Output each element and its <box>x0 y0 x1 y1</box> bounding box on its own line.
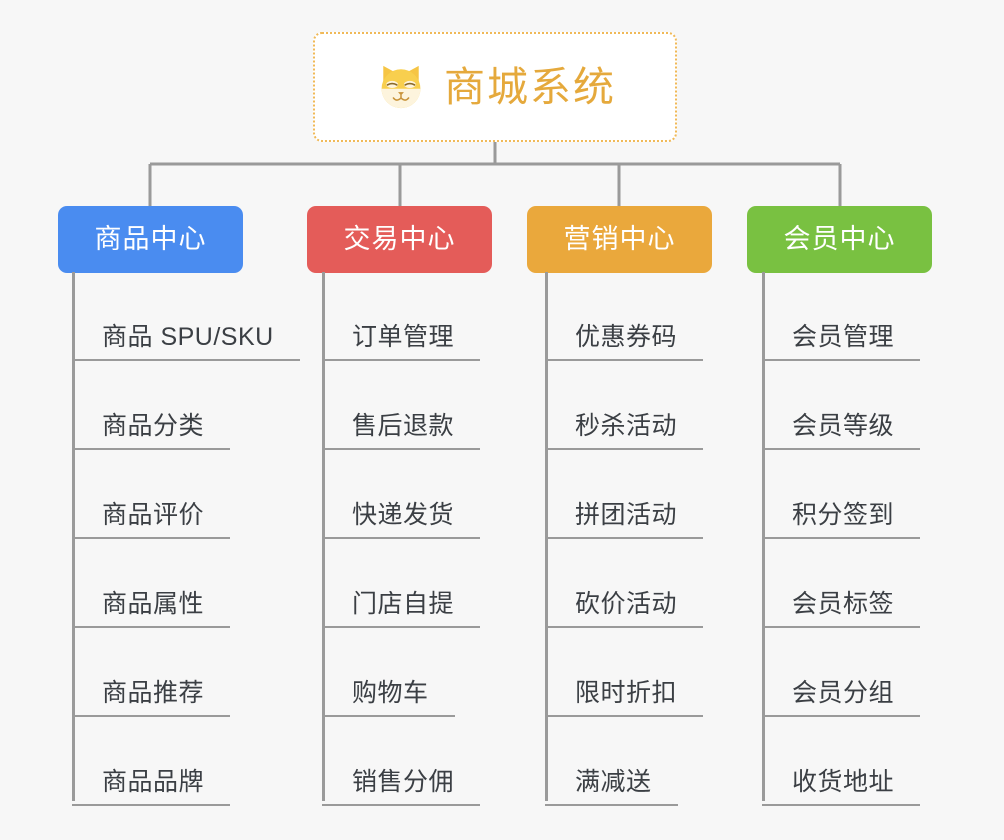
root-node[interactable]: 商城系统 <box>313 32 677 142</box>
leaf-label: 商品评价 <box>102 501 205 530</box>
leaf-underline: 拼团活动 <box>545 501 704 539</box>
category-box-marketing-center[interactable]: 营销中心 <box>527 206 712 273</box>
leaf-trunk <box>762 272 765 801</box>
leaf-item[interactable]: 商品推荐 <box>72 628 231 717</box>
shiba-dog-emoji <box>381 65 421 109</box>
leaf-item[interactable]: 满减送 <box>545 717 678 806</box>
leaf-underline: 会员分组 <box>762 679 921 717</box>
leaf-label: 收货地址 <box>792 768 895 797</box>
leaf-underline: 购物车 <box>322 679 455 717</box>
leaf-label: 购物车 <box>352 679 429 708</box>
leaf-item[interactable]: 商品属性 <box>72 539 231 628</box>
leaf-underline: 积分签到 <box>762 501 921 539</box>
leaf-label: 满减送 <box>575 768 652 797</box>
leaf-item[interactable]: 砍价活动 <box>545 539 704 628</box>
leaf-item[interactable]: 会员管理 <box>762 272 921 361</box>
leaf-item[interactable]: 售后退款 <box>322 361 481 450</box>
leaf-item[interactable]: 会员分组 <box>762 628 921 717</box>
leaf-label: 快递发货 <box>352 501 455 530</box>
leaf-label: 门店自提 <box>352 590 455 619</box>
leaf-item[interactable]: 快递发货 <box>322 450 481 539</box>
leaf-underline: 售后退款 <box>322 412 481 450</box>
leaf-underline: 满减送 <box>545 768 678 806</box>
leaf-item[interactable]: 购物车 <box>322 628 455 717</box>
leaf-underline: 商品分类 <box>72 412 231 450</box>
leaf-item[interactable]: 积分签到 <box>762 450 921 539</box>
leaf-underline: 优惠券码 <box>545 323 704 361</box>
leaf-item[interactable]: 限时折扣 <box>545 628 704 717</box>
leaf-item[interactable]: 会员等级 <box>762 361 921 450</box>
leaf-item[interactable]: 商品品牌 <box>72 717 231 806</box>
category-box-product-center[interactable]: 商品中心 <box>58 206 243 273</box>
leaf-label: 会员等级 <box>792 412 895 441</box>
leaf-label: 会员分组 <box>792 679 895 708</box>
leaf-item[interactable]: 商品分类 <box>72 361 231 450</box>
leaf-trunk <box>322 272 325 801</box>
leaf-trunk <box>545 272 548 801</box>
leaf-underline: 商品品牌 <box>72 768 231 806</box>
leaf-underline: 商品推荐 <box>72 679 231 717</box>
leaf-item[interactable]: 会员标签 <box>762 539 921 628</box>
category-label: 交易中心 <box>343 224 456 254</box>
leaf-label: 商品 SPU/SKU <box>102 323 274 352</box>
category-box-trade-center[interactable]: 交易中心 <box>307 206 492 273</box>
leaf-label: 订单管理 <box>352 323 455 352</box>
leaf-label: 会员管理 <box>792 323 895 352</box>
leaf-label: 商品属性 <box>102 590 205 619</box>
leaf-item[interactable]: 商品评价 <box>72 450 231 539</box>
leaf-underline: 会员等级 <box>762 412 921 450</box>
leaf-underline: 收货地址 <box>762 768 921 806</box>
leaf-label: 秒杀活动 <box>575 412 678 441</box>
leaf-underline: 订单管理 <box>322 323 481 361</box>
leaf-underline: 限时折扣 <box>545 679 704 717</box>
leaf-underline: 门店自提 <box>322 590 481 628</box>
leaf-underline: 商品 SPU/SKU <box>72 323 300 361</box>
leaf-label: 积分签到 <box>792 501 895 530</box>
leaf-label: 售后退款 <box>352 412 455 441</box>
leaf-label: 拼团活动 <box>575 501 678 530</box>
leaf-label: 砍价活动 <box>575 590 678 619</box>
leaf-item[interactable]: 收货地址 <box>762 717 921 806</box>
root-title: 商城系统 <box>444 63 616 110</box>
category-label: 会员中心 <box>783 224 896 254</box>
category-label: 营销中心 <box>563 224 676 254</box>
leaf-underline: 砍价活动 <box>545 590 704 628</box>
leaf-underline: 秒杀活动 <box>545 412 704 450</box>
leaf-trunk <box>72 272 75 801</box>
leaf-item[interactable]: 销售分佣 <box>322 717 481 806</box>
leaf-label: 限时折扣 <box>575 679 678 708</box>
leaf-underline: 快递发货 <box>322 501 481 539</box>
leaf-item[interactable]: 订单管理 <box>322 272 481 361</box>
leaf-label: 优惠券码 <box>575 323 678 352</box>
leaf-label: 销售分佣 <box>352 768 455 797</box>
leaf-underline: 会员管理 <box>762 323 921 361</box>
leaf-item[interactable]: 门店自提 <box>322 539 481 628</box>
category-label: 商品中心 <box>94 224 207 254</box>
leaf-underline: 商品属性 <box>72 590 231 628</box>
leaf-item[interactable]: 拼团活动 <box>545 450 704 539</box>
leaf-item[interactable]: 优惠券码 <box>545 272 704 361</box>
leaf-underline: 会员标签 <box>762 590 921 628</box>
leaf-label: 商品品牌 <box>102 768 205 797</box>
leaf-item[interactable]: 秒杀活动 <box>545 361 704 450</box>
leaf-label: 商品推荐 <box>102 679 205 708</box>
category-box-member-center[interactable]: 会员中心 <box>747 206 932 273</box>
leaf-underline: 商品评价 <box>72 501 231 539</box>
leaf-label: 商品分类 <box>102 412 205 441</box>
leaf-label: 会员标签 <box>792 590 895 619</box>
leaf-underline: 销售分佣 <box>322 768 481 806</box>
leaf-item[interactable]: 商品 SPU/SKU <box>72 272 300 361</box>
